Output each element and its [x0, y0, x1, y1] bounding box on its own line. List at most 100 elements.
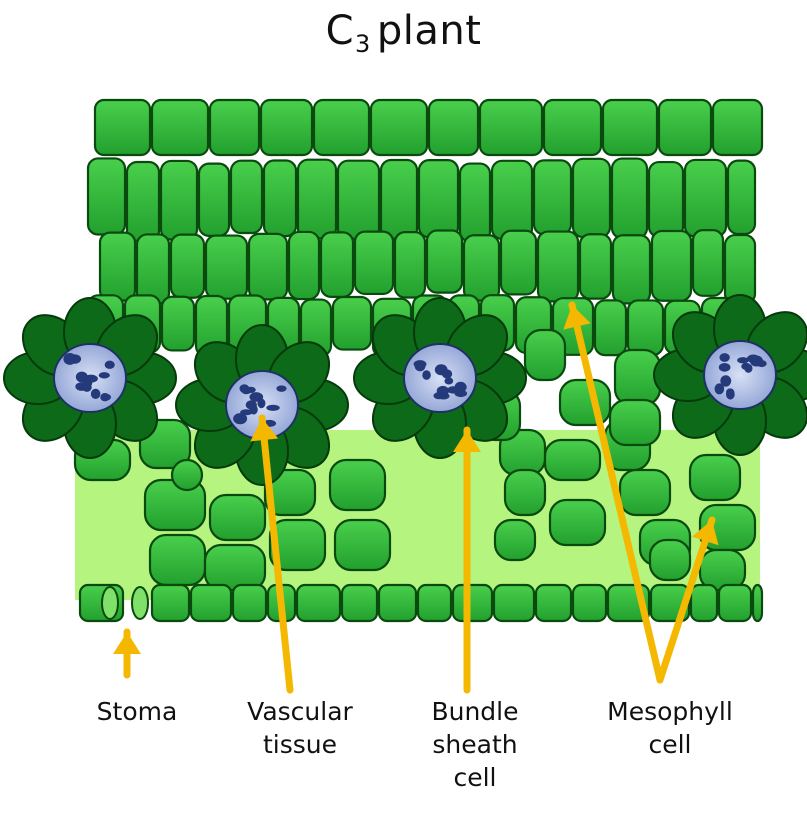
- xylem-cell: [750, 356, 763, 367]
- mesophyll-cell: [395, 232, 425, 297]
- mesophyll-cell: [137, 234, 169, 303]
- mesophyll-cell: [728, 161, 755, 234]
- mesophyll-cell: [580, 234, 611, 298]
- mesophyll-cell: [379, 585, 416, 621]
- xylem-cell: [99, 372, 110, 378]
- mesophyll-cell: [573, 159, 610, 237]
- mesophyll-cell: [355, 232, 393, 294]
- mesophyll-cell: [231, 161, 262, 233]
- mesophyll-cell: [199, 164, 229, 236]
- mesophyll-cell: [297, 585, 340, 621]
- mesophyll-cell: [536, 585, 571, 621]
- vascular-bundle: [176, 325, 348, 485]
- mesophyll-cell: [525, 330, 565, 380]
- mesophyll-cell: [753, 585, 762, 621]
- guard-cell: [102, 587, 118, 619]
- xylem-cell: [726, 389, 735, 400]
- mesophyll-cell: [427, 231, 462, 293]
- mesophyll-cell: [381, 160, 417, 239]
- mesophyll-cell: [612, 159, 647, 239]
- mesophyll-cell: [534, 160, 571, 234]
- mesophyll-cell: [171, 235, 204, 298]
- mesophyll-cell: [162, 297, 194, 351]
- mesophyll-cell: [314, 100, 369, 155]
- mesophyll-cell: [560, 380, 610, 425]
- vascular-bundle: [4, 298, 176, 458]
- xylem-cell: [246, 400, 257, 409]
- mesophyll-cell: [161, 161, 197, 240]
- mesophyll-cell: [650, 540, 690, 580]
- mesophyll-cell: [691, 585, 717, 621]
- mesophyll-cell: [335, 520, 390, 570]
- mesophyll-cell: [545, 440, 600, 480]
- mesophyll-cell: [172, 460, 202, 490]
- mesophyll-cell: [321, 232, 353, 297]
- xylem-cell: [84, 375, 98, 383]
- mesophyll-cell: [338, 161, 379, 239]
- mesophyll-cell: [152, 100, 208, 155]
- xylem-cell: [744, 364, 752, 373]
- mesophyll-cell: [690, 455, 740, 500]
- mesophyll-cell: [610, 400, 660, 445]
- mesophyll-cell: [261, 100, 312, 155]
- mesophyll-cell: [652, 231, 691, 301]
- mesophyll-cell: [429, 100, 478, 155]
- mesophyll-cell: [419, 160, 458, 237]
- xylem-cell: [455, 382, 467, 393]
- mesophyll-cell: [205, 545, 265, 590]
- label-bundle-sheath-cell: Bundle sheath cell: [410, 695, 540, 794]
- xylem-cell: [437, 386, 449, 396]
- arrow-stoma-head: [113, 632, 141, 654]
- mesophyll-cell: [249, 234, 287, 300]
- mesophyll-cell: [693, 230, 723, 296]
- label-stoma: Stoma: [72, 695, 202, 728]
- mesophyll-cell: [713, 100, 762, 155]
- mesophyll-cell: [659, 100, 711, 155]
- mesophyll-cell: [233, 585, 266, 621]
- xylem-cell: [719, 363, 731, 372]
- xylem-cell: [63, 353, 76, 365]
- xylem-cell: [241, 388, 251, 395]
- xylem-cell: [719, 353, 729, 362]
- mesophyll-cell: [289, 232, 319, 299]
- mesophyll-cell: [464, 235, 499, 300]
- xylem-cell: [75, 382, 87, 391]
- mesophyll-cell: [152, 585, 189, 621]
- mesophyll-cell: [453, 585, 492, 621]
- mesophyll-cell: [595, 300, 626, 355]
- mesophyll-cell: [342, 585, 377, 621]
- mesophyll-cell: [573, 585, 606, 621]
- xylem-cell: [720, 375, 731, 386]
- mesophyll-cell: [495, 520, 535, 560]
- xylem-cell: [266, 405, 279, 411]
- mesophyll-cell: [685, 160, 726, 236]
- xylem-cell: [276, 385, 286, 391]
- mesophyll-cell: [298, 160, 336, 239]
- mesophyll-cell: [494, 585, 534, 621]
- mesophyll-cell: [725, 235, 755, 304]
- mesophyll-cell: [480, 100, 542, 155]
- xylem-cell: [442, 369, 452, 378]
- xylem-cell: [91, 389, 101, 399]
- mesophyll-cell: [719, 585, 751, 621]
- vascular-tissue: [704, 341, 776, 409]
- xylem-cell: [105, 361, 115, 369]
- xylem-cell: [100, 393, 109, 401]
- mesophyll-cell: [333, 297, 371, 350]
- label-vascular-tissue: Vascular tissue: [225, 695, 375, 761]
- mesophyll-cell: [206, 236, 247, 299]
- mesophyll-cell: [127, 162, 159, 241]
- xylem-cell: [445, 377, 454, 384]
- mesophyll-cell: [603, 100, 657, 155]
- mesophyll-cell: [210, 100, 259, 155]
- mesophyll-cell: [150, 535, 205, 585]
- xylem-cell: [422, 370, 431, 380]
- mesophyll-cell: [264, 161, 296, 237]
- mesophyll-cell: [544, 100, 601, 155]
- mesophyll-cell: [501, 231, 536, 295]
- mesophyll-cell: [538, 232, 578, 302]
- mesophyll-cell: [613, 235, 650, 303]
- mesophyll-cell: [460, 164, 490, 242]
- mesophyll-cell: [100, 233, 135, 301]
